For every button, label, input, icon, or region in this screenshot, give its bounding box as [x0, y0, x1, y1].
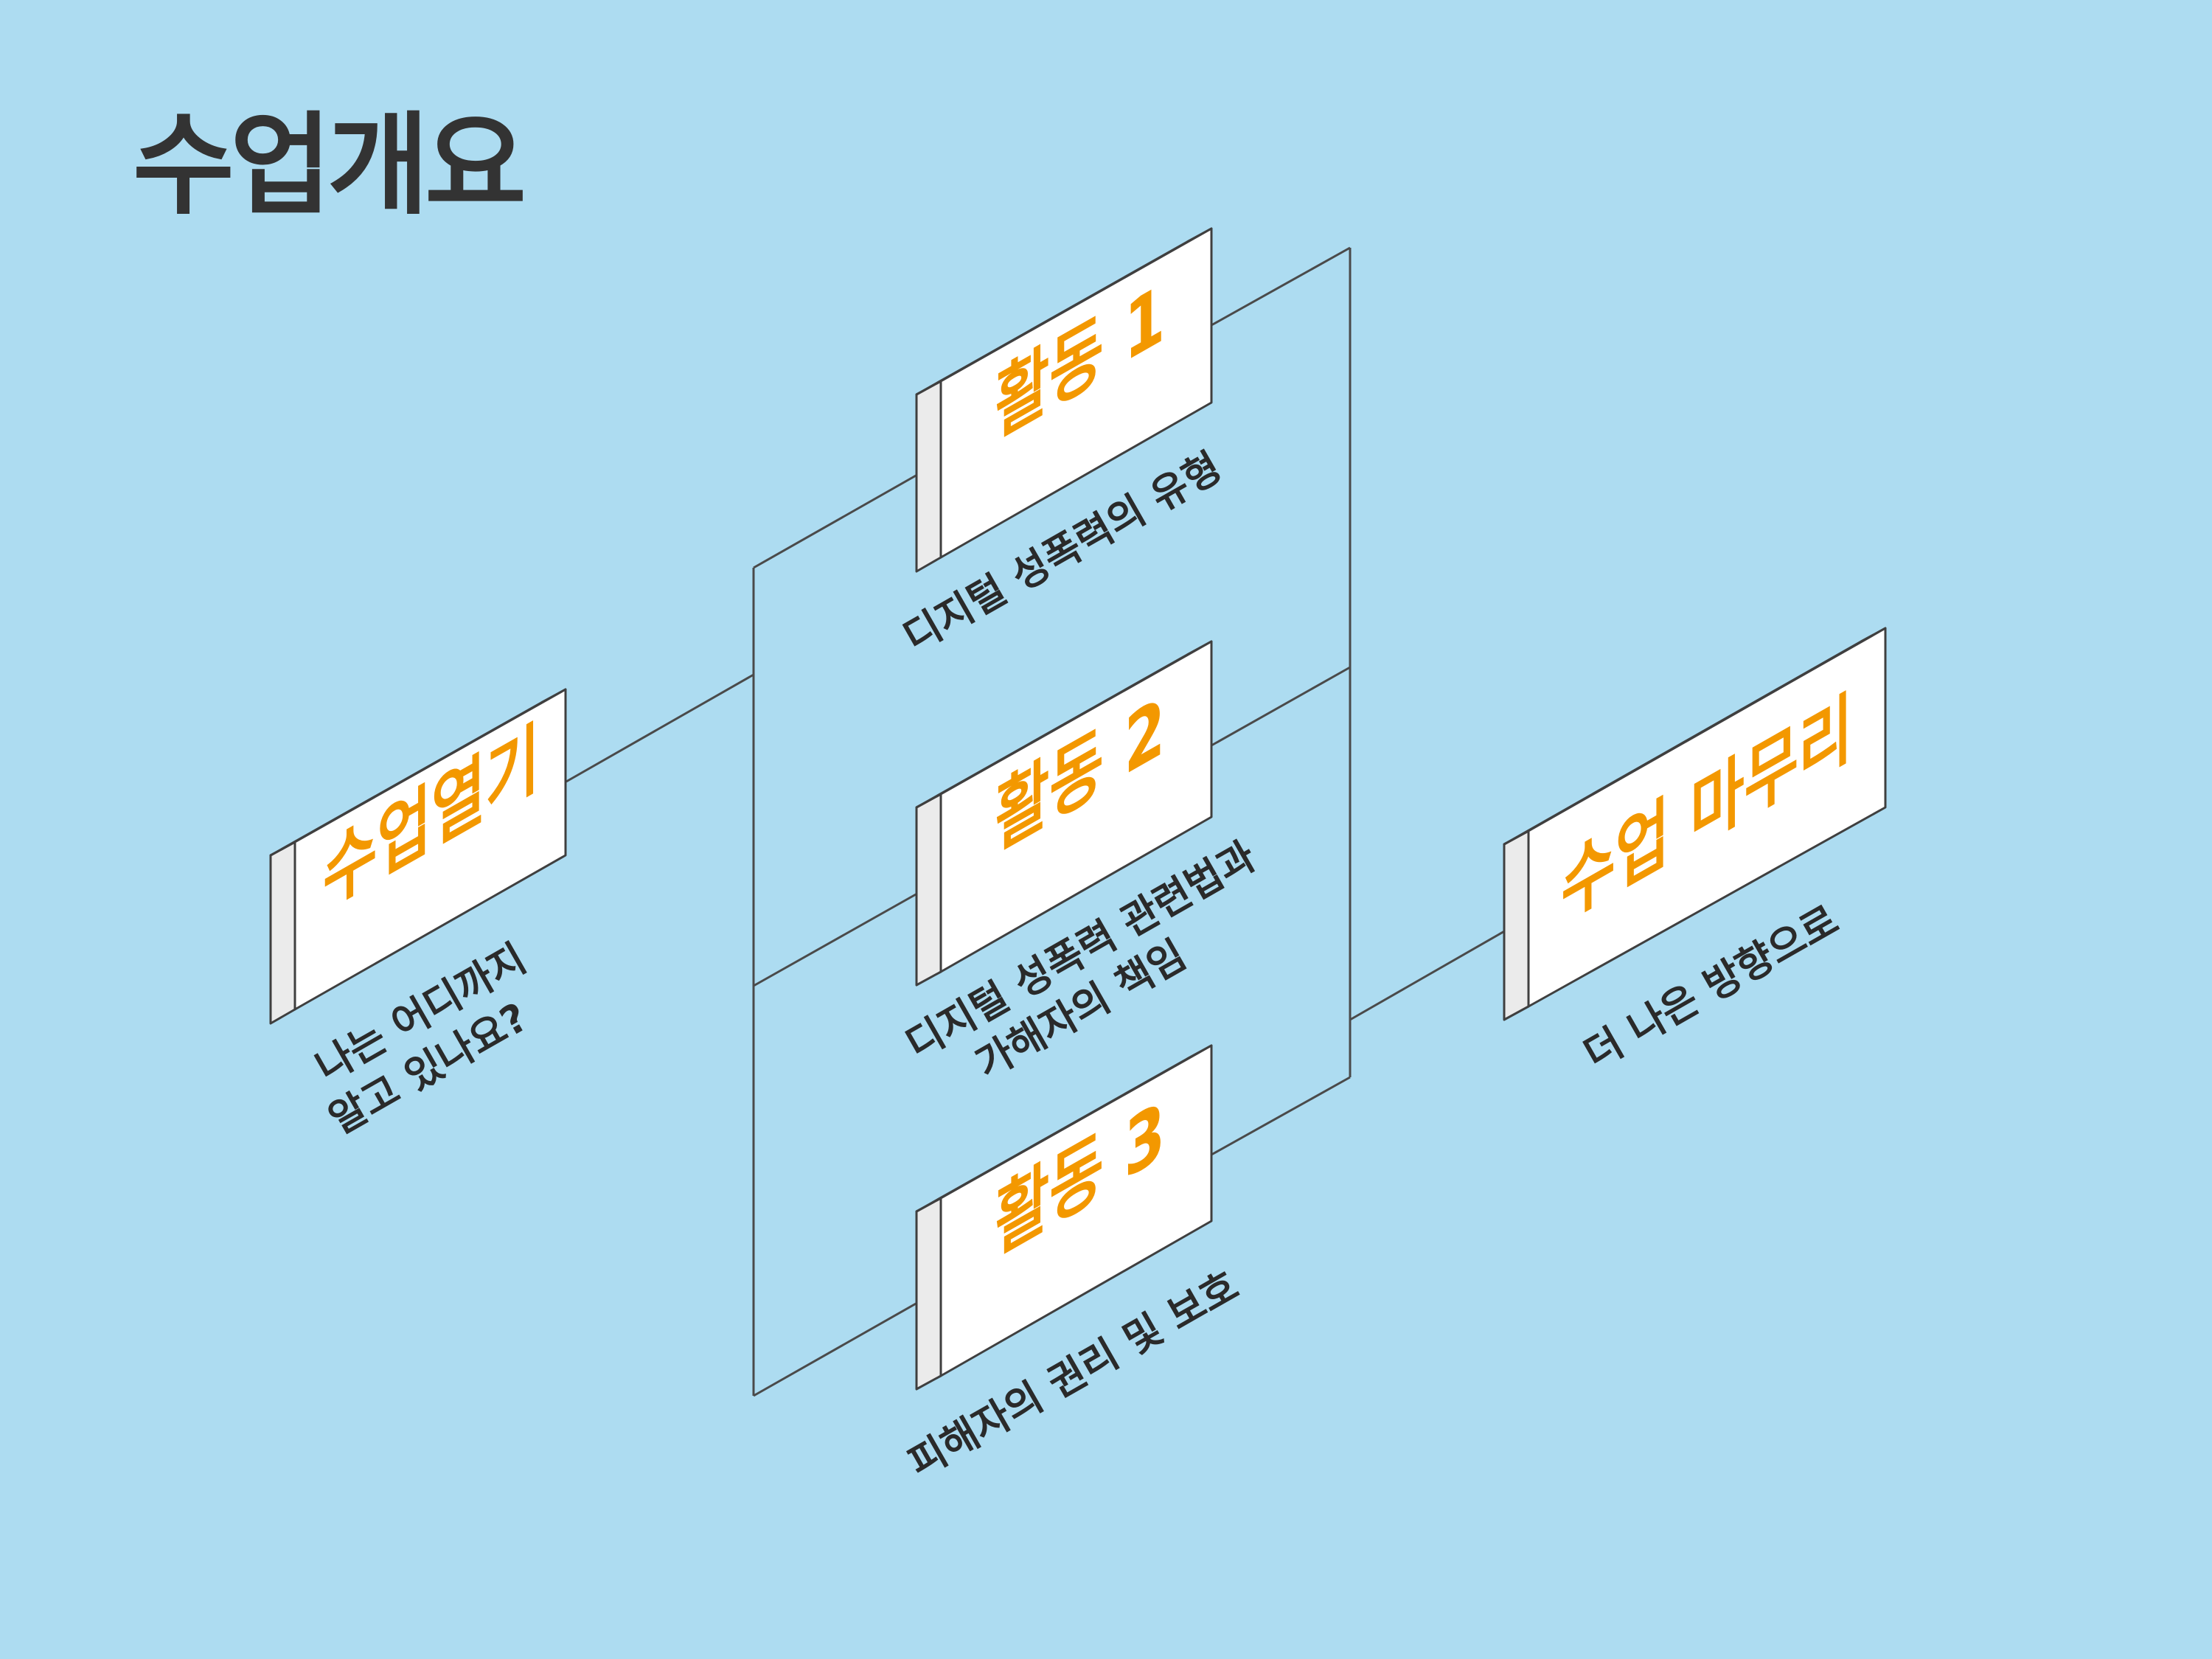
- page-title: 수업개요: [133, 102, 526, 230]
- connector-right-to-closing: [1349, 920, 1522, 1021]
- node-activity2-side: [915, 793, 942, 987]
- node-activity3: 활동 3 피해자의 권리 및 보호: [901, 1044, 1246, 1486]
- connector-bracket-to-activity3: [753, 1295, 928, 1397]
- connector-bracket-to-activity2: [753, 886, 928, 987]
- node-activity2: 활동 2 디지털 성폭력 관련법과 가해자의 책임: [898, 640, 1264, 1088]
- connector-activity1-to-right: [1211, 246, 1351, 327]
- connector-intro-to-bracket: [566, 673, 754, 783]
- node-intro: 수업열기 나는 어디까지 알고 있나요?: [269, 688, 567, 1143]
- node-activity1-front: [939, 227, 1213, 559]
- connector-lines: [566, 246, 1522, 1397]
- node-activity1: 활동 1 디지털 성폭력의 유형: [896, 227, 1229, 661]
- node-intro-front: [293, 688, 567, 1011]
- node-activity2-front: [939, 640, 1213, 973]
- connector-activity3-to-right: [1211, 1076, 1351, 1156]
- node-closing-front: [1527, 627, 1887, 1008]
- node-activity1-side: [915, 380, 942, 573]
- node-closing: 수업 마무리 더 나은 방향으로: [1503, 627, 1887, 1078]
- connector-bracket-to-activity1: [753, 467, 928, 569]
- node-activity3-side: [915, 1197, 942, 1391]
- node-intro-side: [269, 841, 296, 1025]
- node-closing-side: [1503, 830, 1530, 1021]
- node-activity3-front: [939, 1044, 1213, 1377]
- connector-activity2-to-right: [1211, 666, 1351, 747]
